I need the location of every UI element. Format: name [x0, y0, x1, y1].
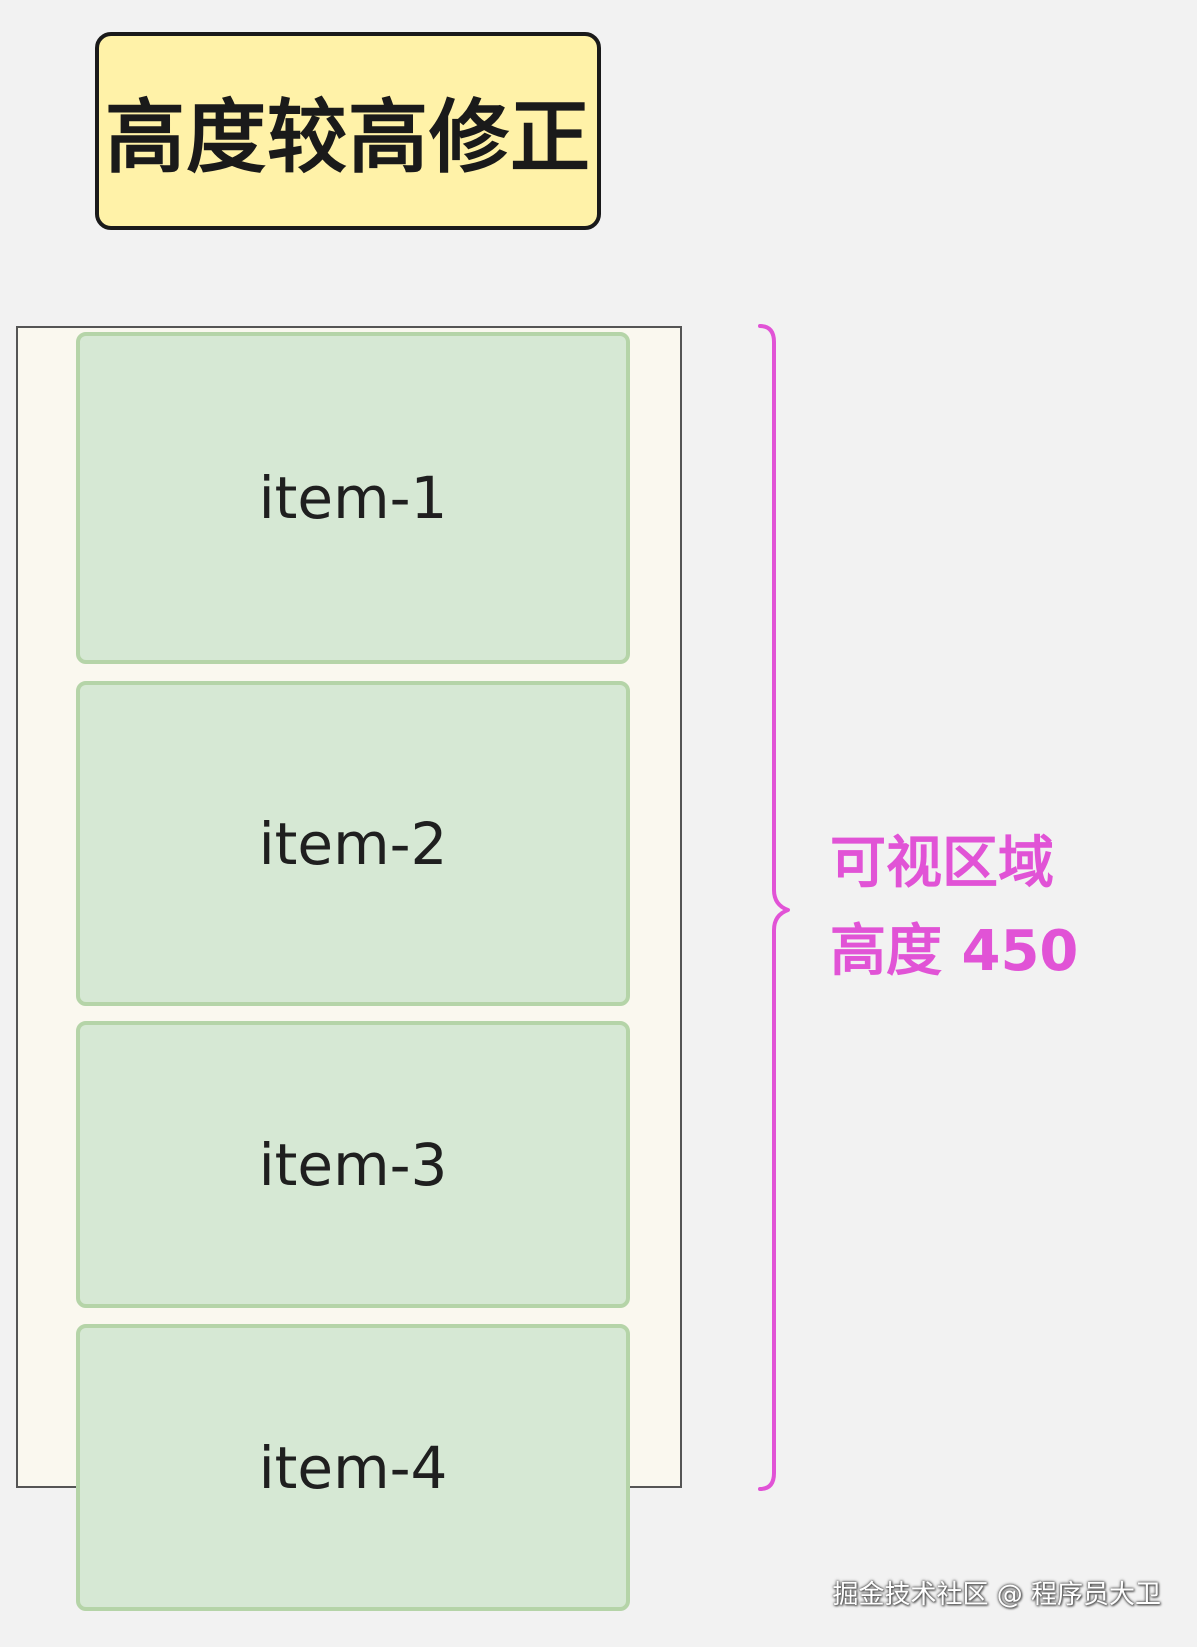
- annotation-line-2: 高度 450: [830, 919, 1079, 984]
- item-label: item-2: [258, 809, 448, 878]
- item-label: item-1: [258, 464, 448, 532]
- title-box: 高度较高修正: [95, 32, 601, 230]
- viewport-height-annotation: 可视区域 高度 450: [830, 820, 1079, 996]
- item-label: item-4: [258, 1433, 448, 1502]
- list-item-1: item-1: [76, 332, 630, 664]
- item-label: item-3: [258, 1130, 448, 1199]
- curly-brace-icon: [758, 324, 790, 1491]
- list-item-2: item-2: [76, 681, 630, 1006]
- list-item-4: item-4: [76, 1324, 630, 1611]
- watermark: 掘金技术社区 @ 程序员大卫: [832, 1580, 1161, 1610]
- list-item-3: item-3: [76, 1021, 630, 1308]
- annotation-line-1: 可视区域: [830, 831, 1054, 896]
- title-text: 高度较高修正: [105, 91, 591, 184]
